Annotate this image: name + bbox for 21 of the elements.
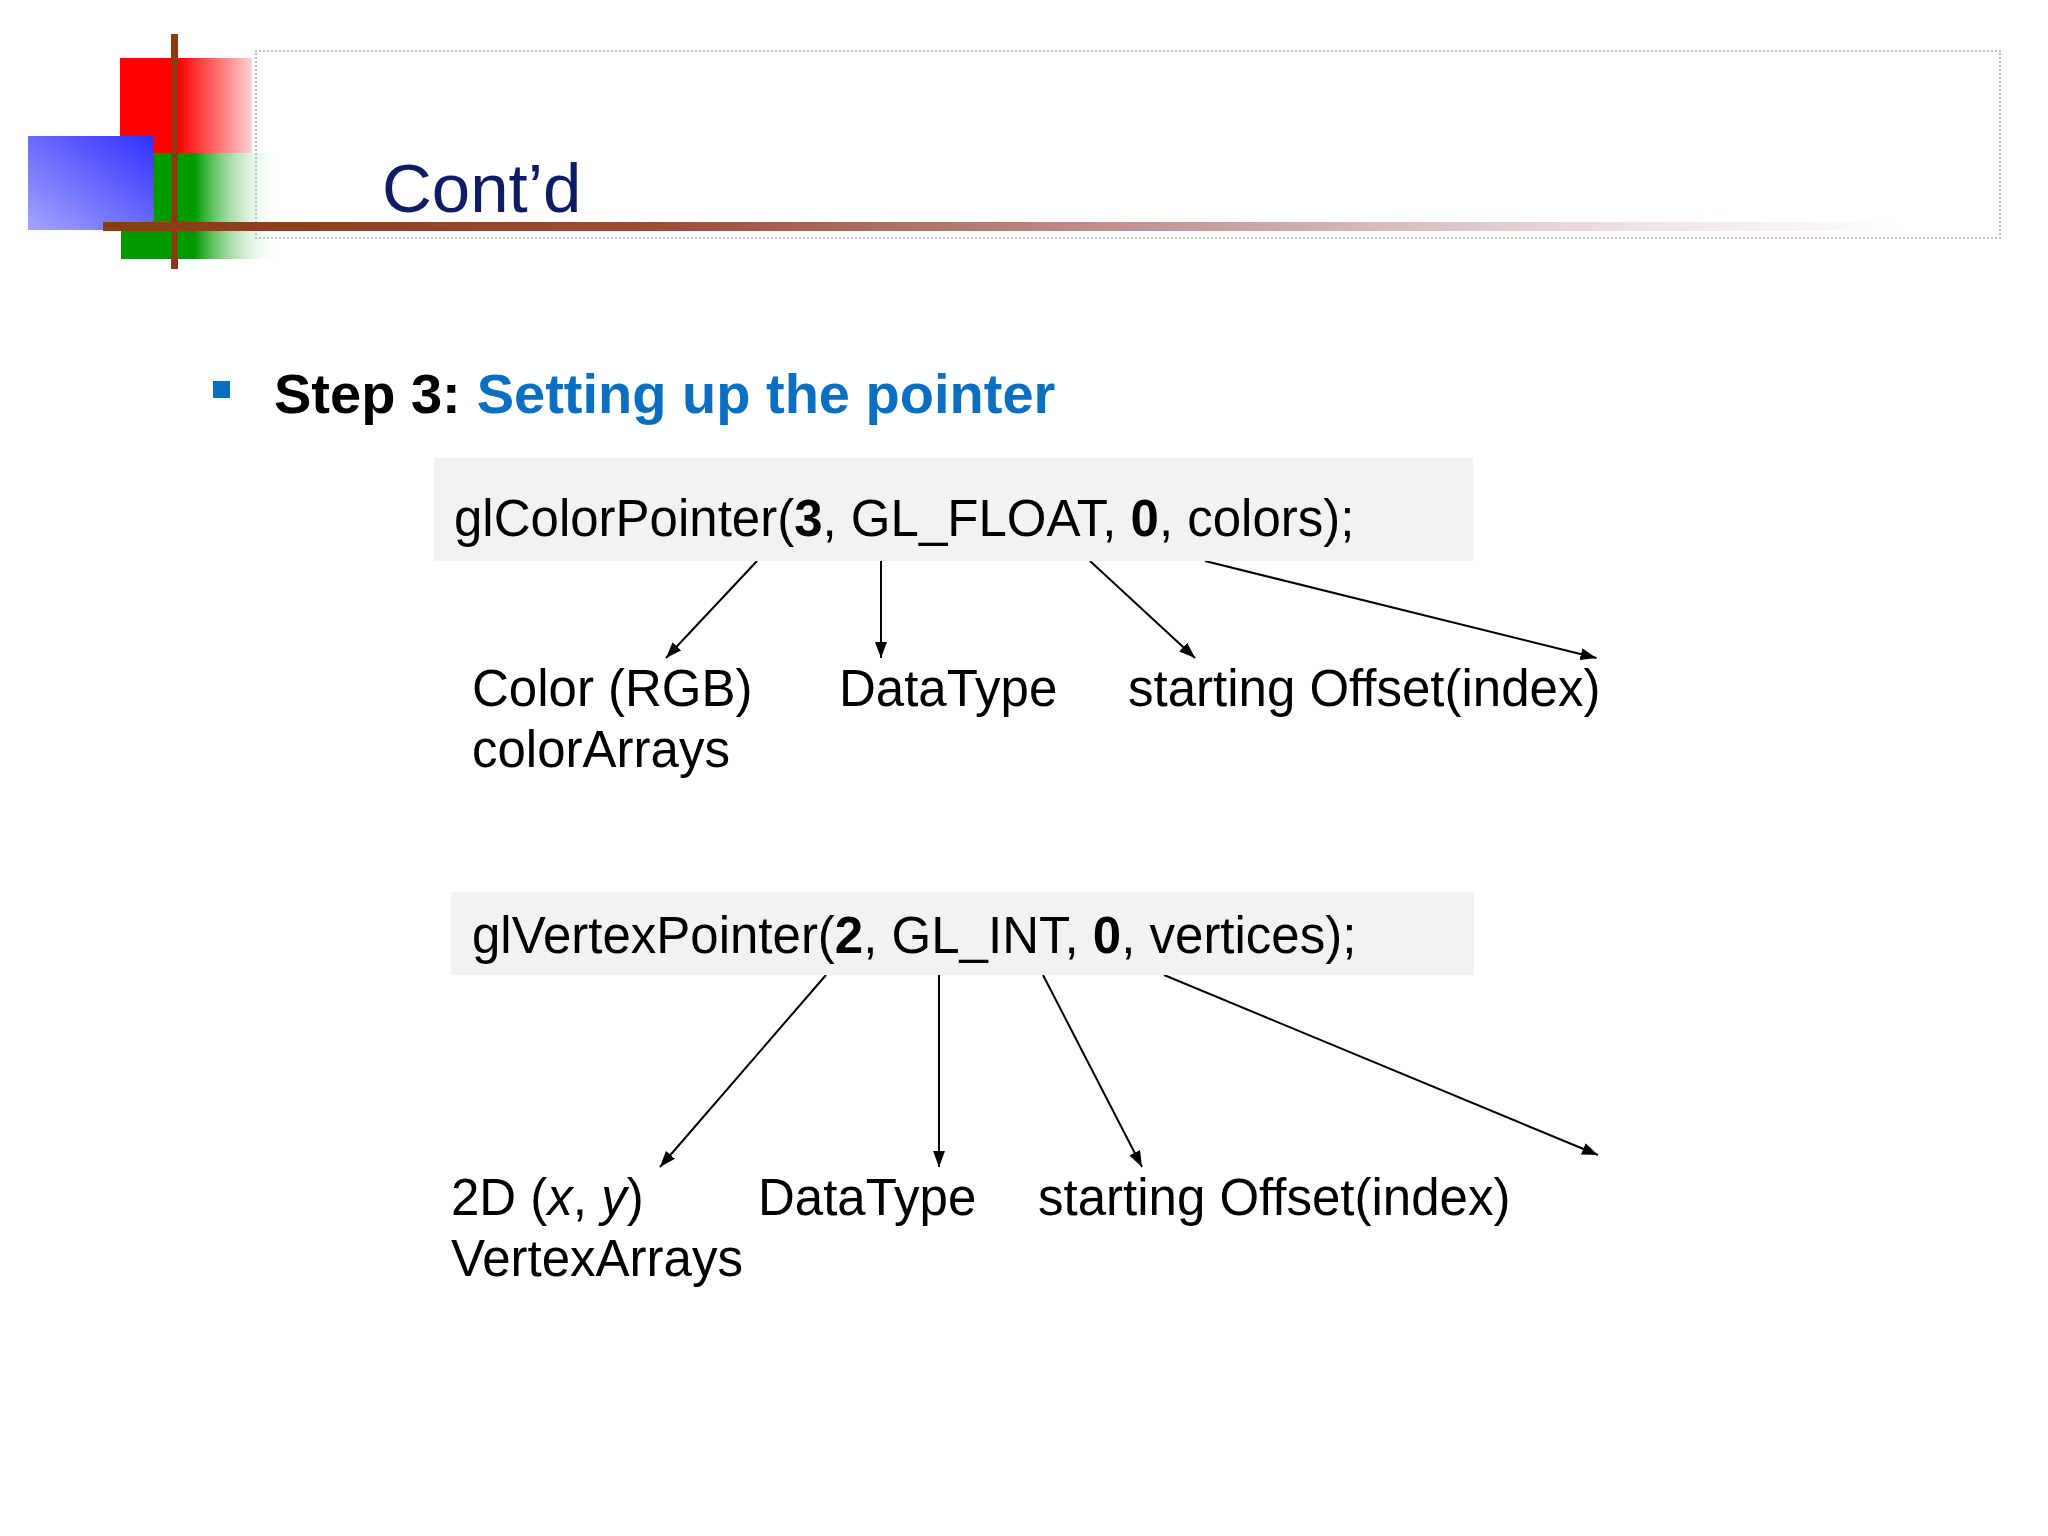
slide-title: Cont’d <box>382 156 582 222</box>
annotation-label: DataType <box>839 658 1058 719</box>
arrow <box>1163 974 1599 1156</box>
step-heading: Setting up the pointer <box>476 362 1056 426</box>
arrow <box>1089 560 1196 659</box>
step-label: Step 3: <box>274 362 461 426</box>
arrow <box>665 560 758 659</box>
annotation-label: starting Offset(index) <box>1038 1167 1511 1228</box>
code-text: glVertexPointer(2, GL_INT, 0, vertices); <box>472 906 1357 966</box>
annotation-label: DataType <box>758 1167 977 1228</box>
annotation-label: 2D (x, y) VertexArrays <box>451 1167 747 1289</box>
arrow <box>875 560 887 659</box>
arrow <box>1204 560 1598 660</box>
arrow <box>933 974 945 1168</box>
arrow <box>1042 974 1143 1168</box>
annotation-label: starting Offset(index) <box>1128 658 1601 719</box>
code-text: glColorPointer(3, GL_FLOAT, 0, colors); <box>454 489 1355 549</box>
code-box <box>434 458 1473 561</box>
code-box <box>451 892 1474 975</box>
annotation-label: Color (RGB) colorArrays <box>472 658 772 780</box>
arrow <box>659 974 827 1168</box>
